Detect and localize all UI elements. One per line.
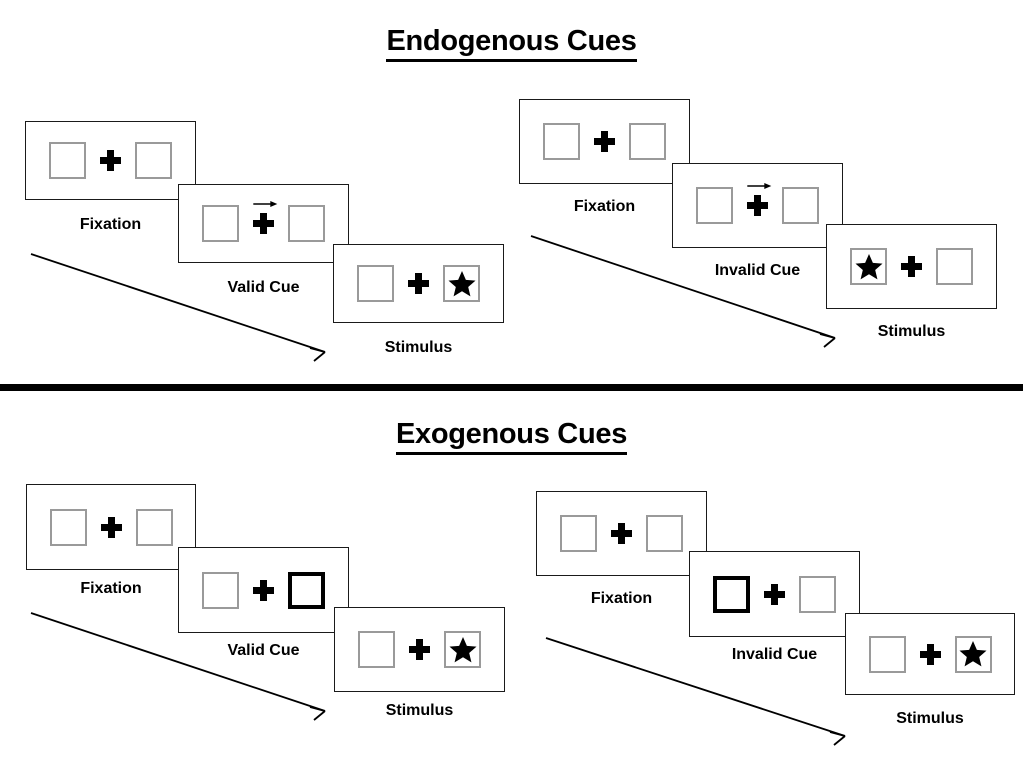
frame-content — [26, 122, 195, 199]
left-box[interactable] — [696, 187, 733, 224]
trial-frame-exogenous-invalid-stimulus[interactable] — [845, 613, 1015, 695]
exogenous-section-title: Exogenous Cues — [0, 418, 1023, 455]
right-box[interactable] — [799, 575, 836, 613]
section-exogenous-cues: Exogenous Cues Fixation Valid Cue — [0, 396, 1023, 767]
stimulus-row — [202, 201, 325, 242]
endogenous-title-text: Endogenous Cues — [386, 25, 637, 62]
endogenous-section-title: Endogenous Cues — [0, 25, 1023, 62]
right-box[interactable] — [135, 142, 172, 179]
right-box[interactable] — [954, 635, 992, 673]
right-box[interactable] — [444, 631, 481, 668]
caption-exogenous-valid-cue: Valid Cue — [227, 642, 300, 659]
plus-icon — [252, 201, 277, 234]
time-flow-arrow-icon — [530, 235, 836, 348]
trial-frame-exogenous-valid-fixation[interactable] — [26, 484, 196, 570]
arrow-right-icon — [252, 201, 277, 207]
frame-content — [827, 225, 996, 308]
caption-endogenous-invalid-fixation: Fixation — [573, 198, 636, 215]
section-divider — [0, 384, 1023, 391]
plus-icon — [253, 579, 274, 601]
frame-content — [27, 485, 195, 569]
trial-frame-endogenous-valid-fixation[interactable] — [25, 121, 196, 200]
star-icon — [854, 252, 884, 282]
star-icon — [447, 269, 477, 299]
trial-frame-endogenous-valid-stimulus[interactable] — [333, 244, 504, 323]
stimulus-row — [357, 265, 480, 302]
right-box[interactable] — [646, 515, 683, 552]
stimulus-row — [543, 123, 666, 160]
time-flow-arrow-icon — [30, 253, 326, 362]
frame-content — [690, 552, 859, 636]
trial-frame-exogenous-invalid-fixation[interactable] — [536, 491, 707, 576]
caption-exogenous-valid-fixation: Fixation — [80, 580, 142, 597]
caption-exogenous-invalid-fixation: Fixation — [590, 590, 653, 607]
caption-exogenous-invalid-cue: Invalid Cue — [731, 646, 818, 663]
stimulus-row — [49, 142, 172, 179]
right-box-cued[interactable] — [288, 571, 325, 609]
plus-icon — [901, 256, 922, 277]
trial-frame-endogenous-invalid-fixation[interactable] — [519, 99, 690, 184]
left-box[interactable] — [543, 123, 580, 160]
left-box[interactable] — [868, 635, 906, 673]
right-box[interactable] — [782, 187, 819, 224]
caption-endogenous-valid-stimulus: Stimulus — [384, 339, 453, 356]
stimulus-row — [560, 515, 683, 552]
plus-icon — [100, 150, 121, 171]
star-icon — [958, 639, 988, 669]
star-icon — [448, 635, 478, 665]
left-box[interactable] — [49, 142, 86, 179]
caption-endogenous-valid-fixation: Fixation — [79, 216, 142, 233]
stimulus-row — [49, 508, 173, 546]
plus-icon — [764, 583, 785, 605]
frame-content — [335, 608, 504, 691]
caption-endogenous-valid-cue: Valid Cue — [227, 279, 300, 296]
caption-exogenous-invalid-stimulus: Stimulus — [896, 710, 964, 727]
plus-icon — [409, 639, 430, 660]
plus-icon — [594, 131, 615, 152]
plus-icon — [100, 516, 122, 538]
plus-icon — [746, 183, 771, 216]
frame-content — [520, 100, 689, 183]
trial-frame-exogenous-valid-stimulus[interactable] — [334, 607, 505, 692]
trial-frame-endogenous-invalid-stimulus[interactable] — [826, 224, 997, 309]
left-box[interactable] — [202, 205, 239, 242]
left-box-cued[interactable] — [713, 575, 750, 613]
exogenous-title-text: Exogenous Cues — [395, 418, 627, 455]
left-box[interactable] — [357, 265, 394, 302]
stimulus-row — [696, 183, 819, 224]
left-box[interactable] — [358, 631, 395, 668]
frame-content — [846, 614, 1014, 694]
stimulus-row — [358, 631, 481, 668]
plus-icon — [919, 643, 941, 665]
caption-endogenous-invalid-cue: Invalid Cue — [714, 262, 801, 279]
right-box[interactable] — [135, 508, 173, 546]
trial-frame-exogenous-valid-cue[interactable] — [178, 547, 349, 633]
caption-endogenous-invalid-stimulus: Stimulus — [877, 323, 946, 340]
plus-icon — [611, 523, 632, 544]
caption-exogenous-valid-stimulus: Stimulus — [385, 702, 454, 719]
right-box[interactable] — [288, 205, 325, 242]
plus-icon — [408, 273, 429, 294]
right-box[interactable] — [629, 123, 666, 160]
frame-content — [334, 245, 503, 322]
stimulus-row — [868, 635, 992, 673]
left-box[interactable] — [560, 515, 597, 552]
left-box[interactable] — [49, 508, 87, 546]
stimulus-row — [713, 575, 836, 613]
frame-content — [673, 164, 842, 247]
arrow-right-icon — [746, 183, 771, 189]
left-box[interactable] — [850, 248, 887, 285]
right-box[interactable] — [443, 265, 480, 302]
frame-content — [179, 185, 348, 262]
frame-content — [537, 492, 706, 575]
stimulus-row — [202, 571, 325, 609]
stimulus-row — [850, 248, 973, 285]
right-box[interactable] — [936, 248, 973, 285]
trial-frame-endogenous-invalid-cue[interactable] — [672, 163, 843, 248]
left-box[interactable] — [202, 571, 239, 609]
trial-frame-endogenous-valid-cue[interactable] — [178, 184, 349, 263]
section-endogenous-cues: Endogenous Cues Fixation — [0, 25, 1023, 362]
trial-frame-exogenous-invalid-cue[interactable] — [689, 551, 860, 637]
frame-content — [179, 548, 348, 632]
